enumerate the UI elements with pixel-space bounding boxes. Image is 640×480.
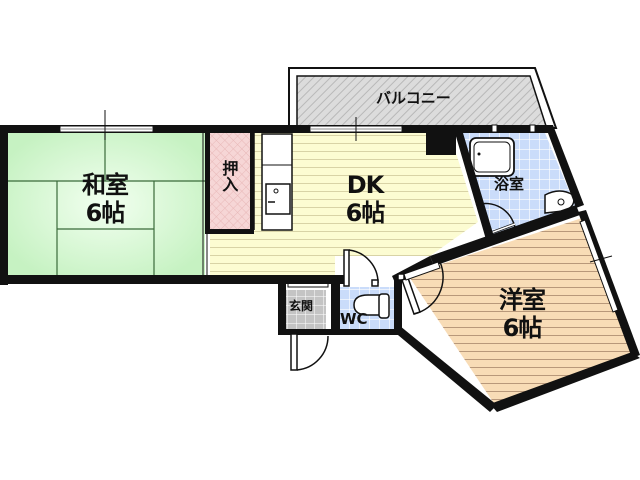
dk-label: DK 6帖 xyxy=(330,171,400,227)
dk-room xyxy=(210,133,478,275)
washitsu-label: 和室 6帖 xyxy=(70,171,140,227)
room-name: 洋室 xyxy=(499,286,546,314)
room-name: 和室 xyxy=(82,171,129,199)
oshiire-closet xyxy=(210,133,252,229)
oshiire-label: 押入 xyxy=(219,160,239,192)
room-size: 6帖 xyxy=(345,198,386,227)
balcony-label: バルコニー xyxy=(376,89,451,107)
genkan-label: 玄関 xyxy=(289,299,314,313)
youshitsu-room xyxy=(408,218,632,405)
doors xyxy=(290,249,444,371)
windows xyxy=(59,110,619,313)
bath-label: 浴室 xyxy=(494,175,525,193)
room-name: DK xyxy=(346,171,385,199)
washitsu-room xyxy=(8,133,208,275)
wc-label: WC xyxy=(340,310,368,328)
genkan-entrance xyxy=(286,290,326,330)
room-size: 6帖 xyxy=(502,313,543,342)
room-size: 6帖 xyxy=(85,198,126,227)
balcony xyxy=(288,67,558,129)
youshitsu-label: 洋室 6帖 xyxy=(487,286,557,342)
wc-room xyxy=(340,287,394,329)
